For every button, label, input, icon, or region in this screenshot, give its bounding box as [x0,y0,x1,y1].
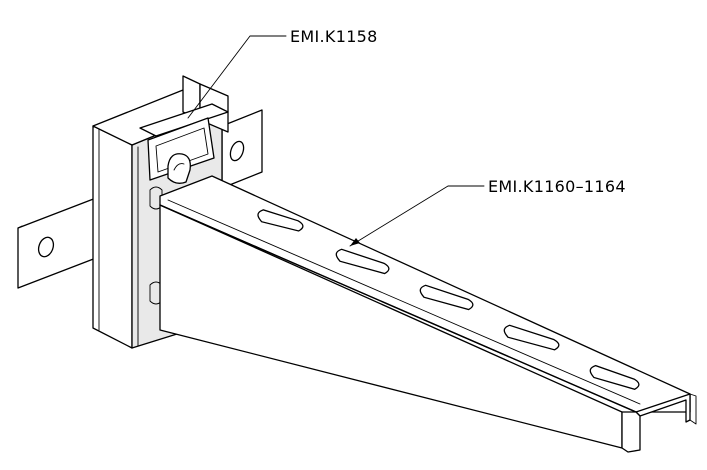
left-tab-hole [37,236,55,258]
arm-slot-5 [589,364,640,390]
cantilever-arm [159,175,697,453]
right-tab-hole [229,140,245,162]
arm-slot-2 [335,248,390,275]
leader-arrowhead-arm [350,238,360,246]
arm-slot-1 [257,209,304,232]
top-clip [139,75,229,184]
arm-slot-4 [503,324,560,351]
callout-label-arm: EMI.K1160–1164 [488,177,626,196]
left-mounting-tab [17,197,97,289]
leader-arm [349,185,485,247]
leader-top [187,35,287,119]
arm-slot-3 [419,284,474,311]
callout-label-top: EMI.K1158 [290,27,378,46]
leader-lines [187,35,485,247]
